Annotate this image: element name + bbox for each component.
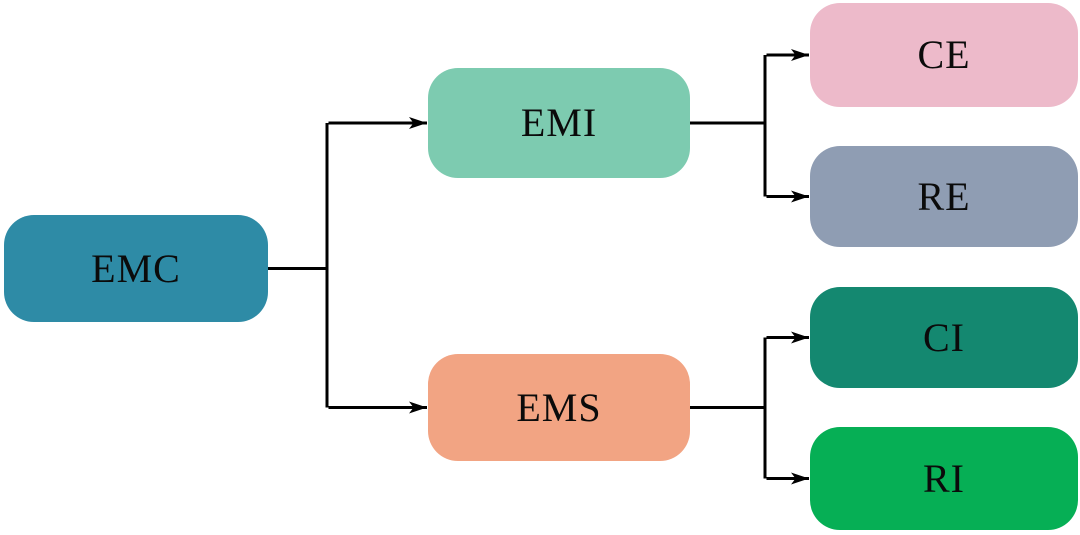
node-emc-label: EMC: [91, 245, 181, 291]
node-emi-label: EMI: [520, 100, 598, 145]
node-emi: EMI: [428, 68, 690, 178]
node-emc: EMC: [4, 215, 268, 322]
node-ri: RI: [810, 427, 1078, 530]
node-ems: EMS: [428, 354, 690, 461]
node-re-label: RE: [917, 173, 971, 219]
node-ci: CI: [810, 287, 1078, 388]
node-ems-label: EMS: [516, 384, 602, 430]
node-re: RE: [810, 146, 1078, 247]
node-ce-label: CE: [917, 32, 971, 77]
node-ce: CE: [810, 3, 1078, 107]
node-ri-label: RI: [923, 455, 965, 501]
node-ci-label: CI: [923, 314, 965, 360]
